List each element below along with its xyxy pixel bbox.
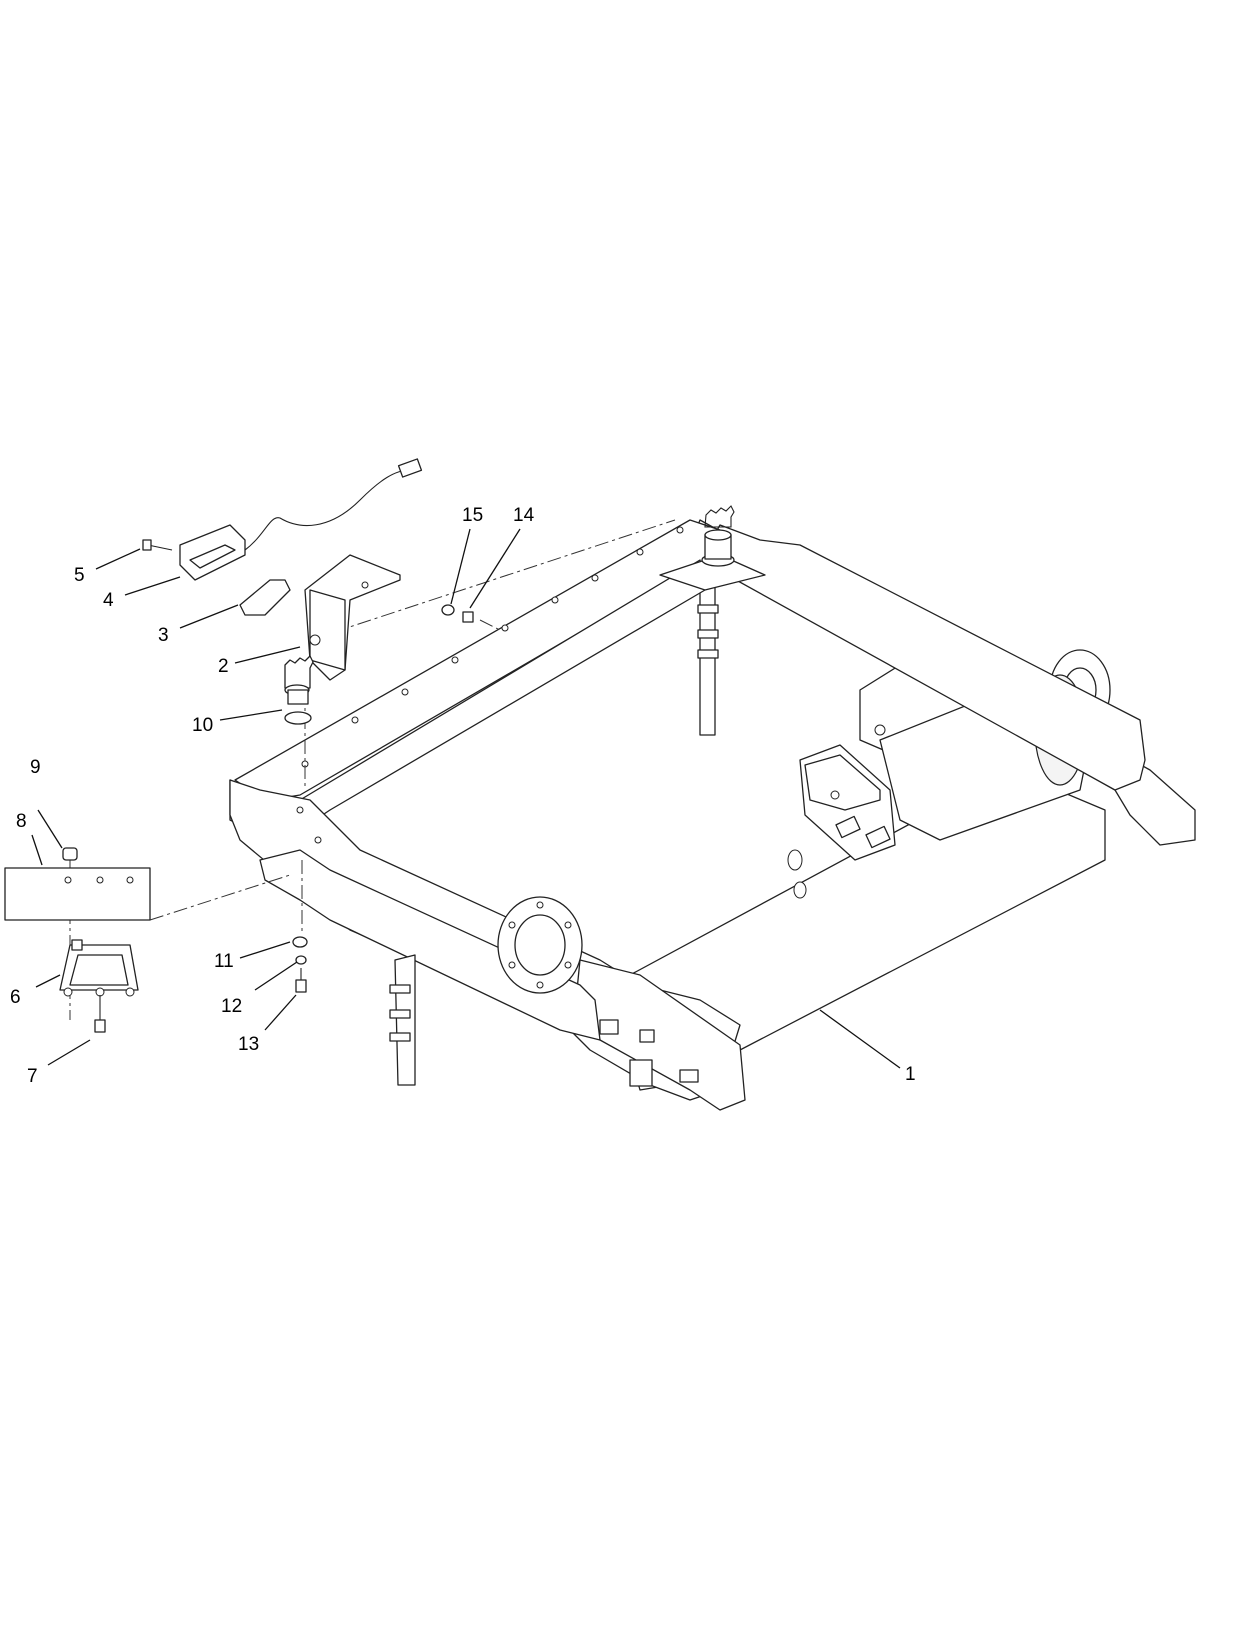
callout-10: 10 — [192, 715, 213, 736]
mounting-plate — [4, 867, 151, 921]
hex-bolt — [295, 968, 307, 993]
callout-12: 12 — [221, 996, 242, 1017]
callout-8: 8 — [16, 811, 27, 832]
callout-11: 11 — [214, 951, 234, 972]
wheel-bracket — [59, 939, 139, 997]
callout-7: 7 — [27, 1066, 38, 1087]
callout-4: 4 — [103, 590, 114, 611]
leader-lines — [31, 528, 901, 1069]
callout-6: 6 — [10, 987, 21, 1008]
lock-washer — [295, 955, 307, 965]
carriage-bolt — [462, 611, 474, 623]
bracket-screw — [62, 847, 78, 861]
idler-pulley — [284, 655, 314, 725]
callout-1: 1 — [905, 1064, 916, 1085]
callout-9: 9 — [30, 757, 41, 778]
interlock-switch — [179, 458, 423, 581]
switch-bracket — [304, 554, 401, 681]
callout-14: 14 — [513, 505, 535, 526]
callout-13: 13 — [238, 1034, 259, 1055]
callout-15: 15 — [462, 505, 483, 526]
nut — [441, 604, 455, 616]
callout-2: 2 — [218, 656, 229, 677]
callout-labels: 1 2 3 4 5 6 7 8 9 10 11 12 13 14 15 — [10, 505, 916, 1087]
bracket-bolt — [94, 995, 106, 1033]
callout-3: 3 — [158, 625, 169, 646]
switch-spacer — [239, 579, 291, 616]
callout-5: 5 — [74, 565, 85, 586]
main-frame — [229, 505, 1196, 1111]
washer — [292, 936, 308, 948]
switch-screw — [142, 539, 173, 551]
